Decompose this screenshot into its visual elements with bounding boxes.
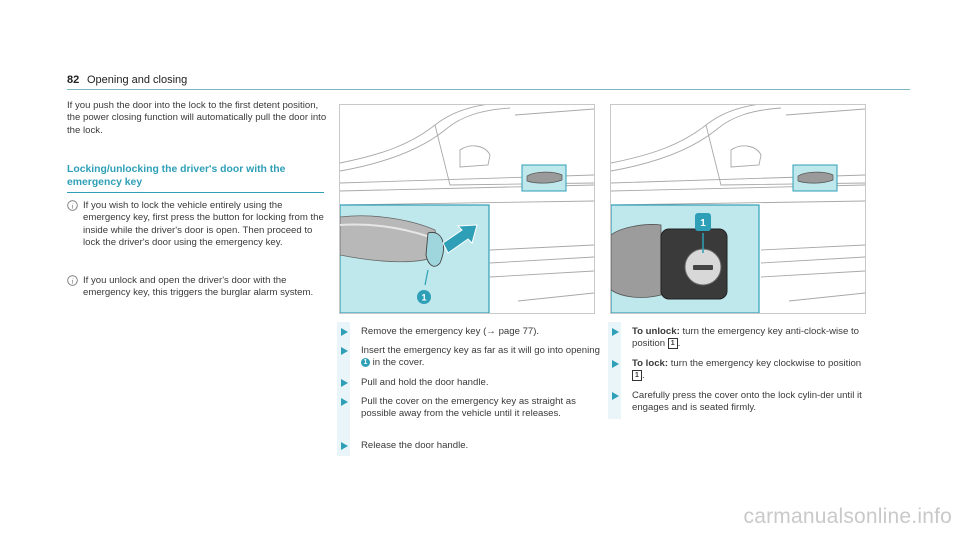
note-1: i If you wish to lock the vehicle entire… [67, 200, 332, 275]
step-1: Remove the emergency key (→ page 77). [337, 322, 601, 342]
page-title: Opening and closing [87, 74, 188, 86]
callout-badge: 1 [361, 358, 370, 368]
note-2-text: If you unlock and open the driver's door… [83, 275, 314, 299]
section-heading: Locking/unlocking the driver's door with… [67, 164, 286, 188]
svg-text:i: i [71, 201, 73, 210]
step-5: Release the door handle. [337, 436, 601, 456]
position-box: 1 [632, 370, 642, 382]
intro-paragraph: If you push the door into the lock to th… [67, 100, 327, 136]
info-icon: i [67, 275, 78, 286]
callout-1-box [695, 213, 711, 231]
step-arrow-icon [341, 398, 348, 406]
step-arrow-icon [341, 328, 348, 336]
callout-1-circle [417, 290, 431, 304]
step-arrow-icon [612, 328, 619, 336]
callout-1-label: 1 [421, 293, 426, 303]
step-arrow-icon [341, 347, 348, 355]
note-2: i If you unlock and open the driver's do… [67, 275, 332, 315]
step-press-cover: Carefully press the cover onto the lock … [608, 386, 872, 419]
info-icon: i [67, 200, 78, 211]
steps-remove-cover: Remove the emergency key (→ page 77). In… [337, 322, 601, 456]
lock-cylinder-drawing: 1 [611, 105, 865, 313]
note-1-text: If you wish to lock the vehicle entirely… [83, 200, 324, 249]
callout-1-label: 1 [700, 218, 706, 229]
step-arrow-icon [341, 442, 348, 450]
step-arrow-icon [612, 360, 619, 368]
svg-text:i: i [71, 276, 73, 285]
step-lock: To lock: turn the emergency key clockwis… [608, 354, 872, 387]
section-rule [67, 192, 324, 193]
illustration-remove-cover: 1 [339, 104, 595, 314]
step-arrow-icon [341, 379, 348, 387]
step-3: Pull and hold the door handle. [337, 373, 601, 393]
illustration-lock-cylinder: 1 [610, 104, 866, 314]
position-box: 1 [667, 338, 678, 350]
door-handle-drawing: 1 [340, 105, 594, 313]
step-2: Insert the emergency key as far as it wi… [337, 341, 601, 374]
step-arrow-icon [612, 392, 619, 400]
steps-lock-unlock: To unlock: turn the emergency key anti-c… [608, 322, 872, 426]
page-number: 82 [67, 74, 80, 86]
header-rule [67, 89, 910, 90]
watermark: carmanualsonline.info [743, 505, 952, 528]
step-unlock: To unlock: turn the emergency key anti-c… [608, 322, 872, 355]
step-4: Pull the cover on the emergency key as s… [337, 392, 601, 437]
